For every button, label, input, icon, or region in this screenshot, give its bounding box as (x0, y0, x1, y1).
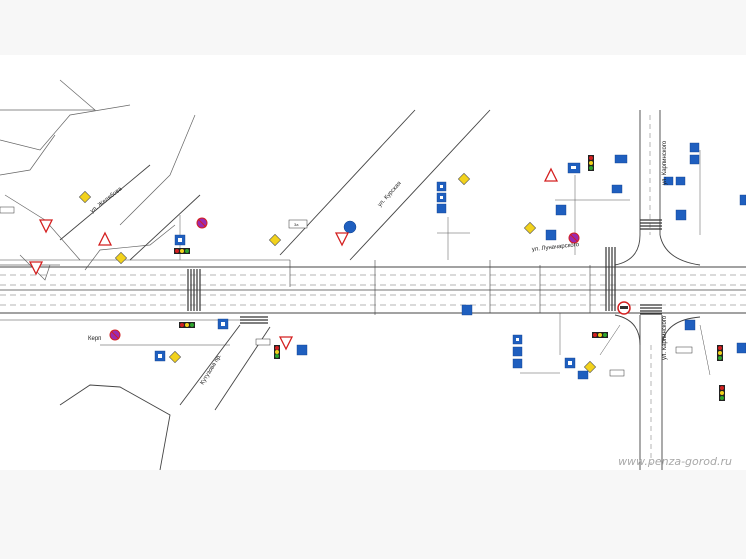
crosswalk-left (187, 269, 201, 311)
prohibition-sign-bar (620, 306, 628, 309)
info-plates (0, 206, 693, 377)
diagonal-street-zhelyabova (59, 164, 201, 261)
no-stopping-signs (109, 217, 580, 341)
drawing-sheet (0, 55, 746, 470)
blue-sign-arrow-marks (158, 166, 576, 365)
label-3a: 3a (294, 222, 299, 227)
main-road (0, 259, 746, 321)
street-label-lunacharskogo: ул. Луначарского (532, 242, 580, 253)
traffic-lights (174, 155, 725, 401)
crosswalk-right (605, 247, 616, 311)
street-label-karpinskogo-top: ул. Карпинского (662, 140, 668, 185)
street-label-karpinskogo-bottom: ул. Карпинского (662, 315, 668, 360)
bottom-margin (0, 470, 746, 559)
label-kerp: Керп (88, 336, 101, 342)
stop-lines (289, 260, 591, 315)
watermark: www.penza-gorod.ru (618, 455, 732, 468)
warning-triangles (28, 167, 559, 351)
sign-leader-lines (179, 150, 711, 376)
top-margin (0, 0, 746, 55)
street-label-zhelyabova: ул. Желябова (90, 186, 124, 215)
priority-road-signs (78, 172, 597, 374)
diagonal-street-kurskaya (279, 109, 491, 261)
intersection-plan: ул. Желябова ул. Курская ул. Луначарског… (0, 79, 746, 470)
street-label-kutuzova: Кутузова пр. (200, 353, 224, 386)
street-label-kurskaya: ул. Курская (377, 181, 403, 209)
building-outlines-nw (0, 79, 196, 281)
sw-street-kutuzova (59, 324, 271, 470)
round-blue-sign (343, 220, 357, 234)
cross-road-karpinskogo (614, 110, 701, 470)
crosswalk-kutuzova (240, 316, 268, 324)
crosswalk-north (640, 219, 662, 230)
blue-signs (154, 142, 746, 380)
crosswalk-south (640, 304, 662, 315)
